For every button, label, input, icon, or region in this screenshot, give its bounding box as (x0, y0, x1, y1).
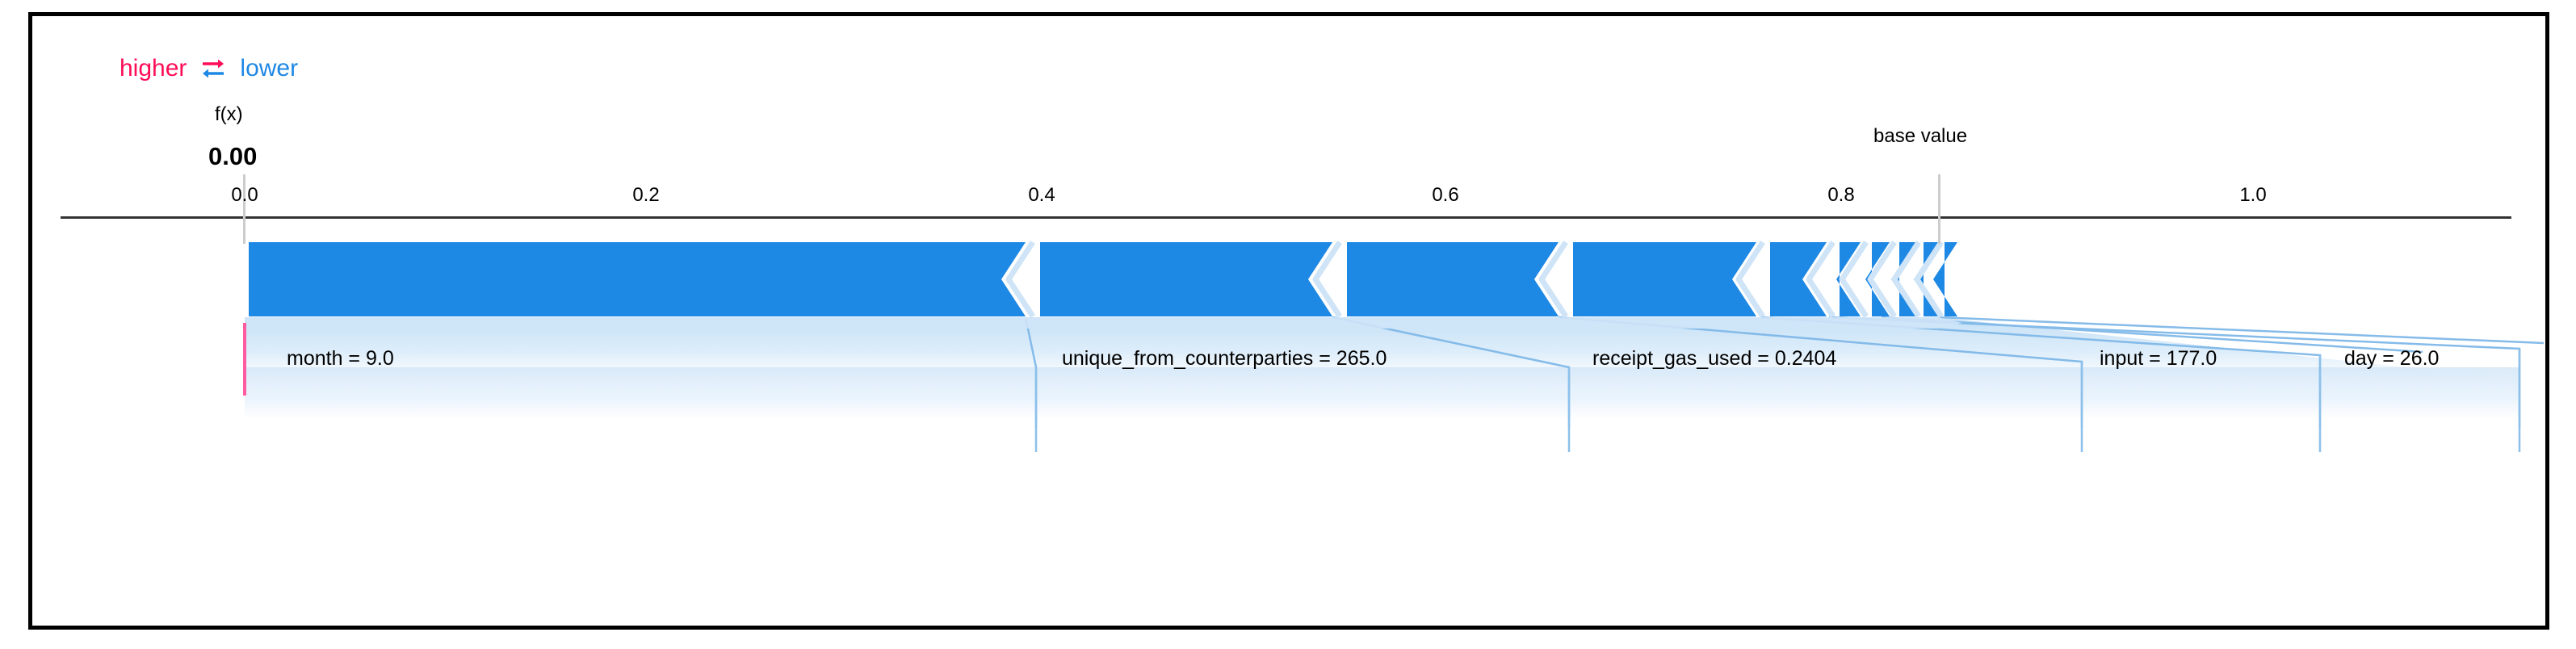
fx-output-marker (243, 323, 246, 396)
tick-label-2: 0.4 (1028, 184, 1055, 206)
fx-label: f(x) (215, 103, 243, 125)
feature-label-unique-from-counterparties: unique_from_counterparties = 265.0 (1062, 347, 1387, 370)
label-connector-shading (245, 317, 2519, 420)
tick-label-3: 0.6 (1432, 184, 1459, 206)
bar-segment-month (249, 242, 1026, 316)
tick-mark-fx (243, 174, 245, 244)
feature-label-blocks (1034, 349, 2521, 452)
fx-value: 0.00 (208, 142, 258, 170)
tick-label-0: 0.0 (231, 184, 258, 206)
bar-segment-minor-1 (1836, 242, 1861, 316)
tick-label-4: 0.8 (1827, 184, 1855, 206)
bar-segment-input (1573, 242, 1756, 316)
axis-line (61, 216, 2511, 219)
tick-label-5: 1.0 (2239, 184, 2267, 206)
tick-label-1: 0.2 (632, 184, 660, 206)
feature-label-month: month = 9.0 (287, 347, 394, 370)
bar-chevron-separators (1005, 241, 1944, 318)
force-bar-blue (249, 242, 1957, 316)
tick-mark-base-value (1938, 174, 1940, 244)
feature-label-day: day = 26.0 (2344, 347, 2440, 370)
bar-segment-day (1770, 242, 1827, 316)
legend-lower-label: lower (240, 55, 299, 82)
feature-label-input: input = 177.0 (2100, 347, 2217, 370)
base-value-label: base value (1873, 125, 1968, 147)
legend-higher-label: higher (120, 55, 187, 82)
bar-segment-minor-5 (1933, 242, 1957, 316)
legend: higher lower (120, 55, 298, 82)
bar-segment-receipt-gas-used (1347, 242, 1559, 316)
bar-underlay (245, 317, 1962, 329)
swap-arrows-icon (199, 56, 227, 82)
bar-segment-unique-from-counterparties (1040, 242, 1332, 316)
feature-label-receipt-gas-used: receipt_gas_used = 0.2404 (1592, 347, 1837, 370)
